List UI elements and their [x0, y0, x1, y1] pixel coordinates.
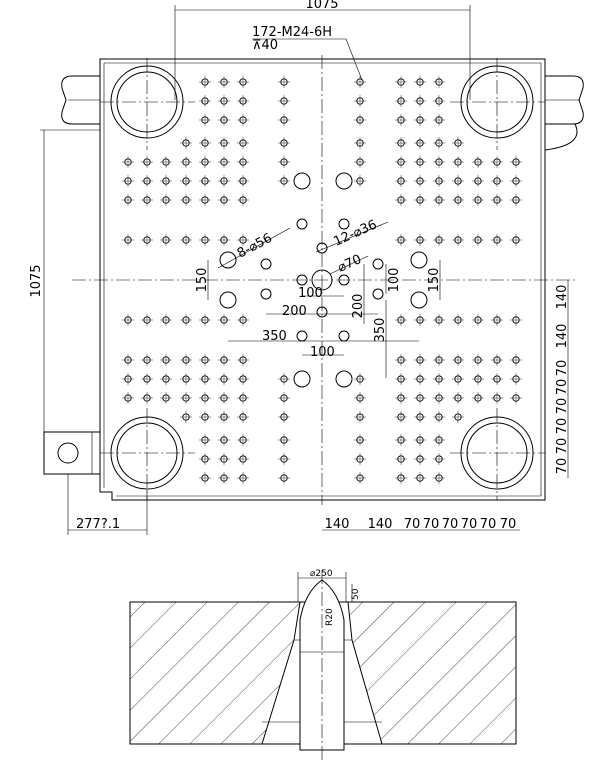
holes-56-callout: 8-⌀56: [217, 227, 291, 269]
inner-100b: 100: [310, 345, 335, 360]
inner-350: 350: [262, 329, 287, 344]
bottom-dim-2: 70: [404, 517, 421, 532]
bottom-dim-1: 140: [368, 517, 393, 532]
inner-150l: 150: [195, 268, 210, 293]
right-dim-3: 70: [555, 379, 570, 396]
radius-label: R20: [325, 608, 335, 626]
inner-100v: 100: [387, 268, 402, 293]
bottom-left-offset-dimension: 277?.1: [67, 474, 148, 535]
large-holes: [219, 172, 428, 388]
inner-350v: 350: [373, 318, 388, 343]
left-height-dimension: 1075: [29, 129, 100, 432]
right-dim-5: 70: [555, 418, 570, 435]
right-dim-4: 70: [555, 398, 570, 415]
right-dim-6: 70: [555, 438, 570, 455]
center-bore-callout: ⌀70: [329, 252, 369, 276]
bottom-dim-5: 70: [461, 517, 478, 532]
center-bore-label: ⌀70: [336, 252, 364, 276]
inner-dimensions: 100 200 350 100 200 100 350 150 150: [195, 260, 442, 378]
left-height-label: 1075: [29, 264, 44, 297]
tapped-hole-grid: [122, 76, 522, 484]
holes-36-label: 12-⌀36: [332, 217, 380, 249]
holes-56-label: 8-⌀56: [235, 231, 275, 262]
bottom-dim-0: 140: [325, 517, 350, 532]
right-chain-dimension: 140 140 70 70 70 70 70 70: [555, 280, 570, 478]
platen-section-view: ⌀250 50 R20: [129, 569, 517, 760]
left-offset-label: 277?.1: [76, 517, 120, 532]
platen-top-view: 1075 172-M24-6H ⊼40 1075 277?.1 8-⌀56: [29, 0, 584, 535]
bottom-left-lug: [43, 431, 101, 475]
bottom-dim-3: 70: [423, 517, 440, 532]
nozzle-dia-label: ⌀250: [310, 569, 333, 579]
bottom-dim-4: 70: [442, 517, 459, 532]
bottom-chain-dimension: 140 140 70 70 70 70 70 70: [322, 517, 520, 532]
right-ear-arc: [544, 123, 578, 151]
right-dim-7: 70: [555, 458, 570, 475]
right-dim-0: 140: [555, 285, 570, 310]
top-width-dimension: 1075: [174, 0, 471, 100]
inner-150r: 150: [427, 268, 442, 293]
platen-outline: [99, 58, 546, 501]
right-dim-2: 70: [555, 360, 570, 377]
bottom-dim-7: 70: [500, 517, 517, 532]
tapped-holes-label: 172-M24-6H: [252, 25, 332, 40]
tapped-depth-label: ⊼40: [252, 38, 278, 53]
depth-label: 50: [351, 588, 361, 600]
inner-100a: 100: [298, 286, 323, 301]
inner-200v: 200: [351, 294, 366, 319]
left-ear: [61, 75, 100, 125]
bottom-dim-6: 70: [480, 517, 497, 532]
right-dim-1: 140: [555, 324, 570, 349]
top-width-label: 1075: [305, 0, 338, 12]
tapped-holes-callout: 172-M24-6H ⊼40: [252, 25, 363, 81]
inner-200a: 200: [282, 304, 307, 319]
